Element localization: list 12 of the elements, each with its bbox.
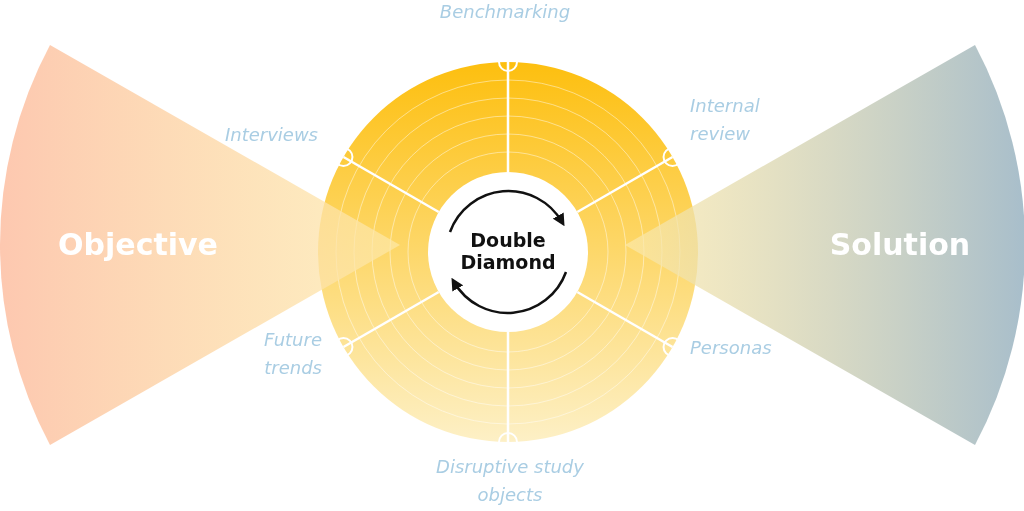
hub-title: Double Diamond <box>459 230 557 274</box>
wedge-title: Objective <box>57 227 219 263</box>
hub-circle <box>428 172 588 332</box>
spoke-label: Future trends <box>263 328 322 380</box>
funnel-wedge <box>0 45 400 445</box>
spoke-label: Personas <box>690 336 773 360</box>
funnel-wedge <box>625 45 1024 445</box>
wedge-title: Solution <box>828 227 972 263</box>
spoke-label: Disruptive study objects <box>435 455 585 507</box>
spoke-label: Interviews <box>223 123 318 147</box>
spoke-label: Internal review <box>690 94 761 146</box>
spoke-label: Benchmarking <box>438 0 572 24</box>
